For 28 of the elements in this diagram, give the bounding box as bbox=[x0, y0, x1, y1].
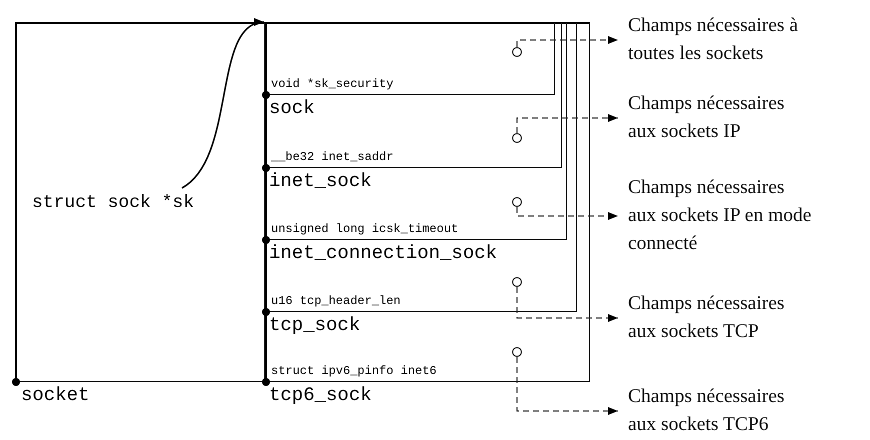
dashed-arrow bbox=[516, 286, 618, 322]
struct-name: tcp_sock bbox=[269, 314, 360, 336]
field-label: struct ipv6_pinfo inet6 bbox=[271, 364, 437, 378]
field-label: unsigned long icsk_timeout bbox=[271, 222, 458, 236]
struct-name: socket bbox=[21, 384, 90, 406]
dashed-arrow bbox=[516, 114, 618, 134]
dashed-arrow bbox=[516, 356, 618, 415]
note-text: Champs nécessaires aux sockets TCP6 bbox=[628, 385, 786, 437]
pointer-field: struct sock *sk bbox=[32, 190, 204, 216]
dashed-arrow bbox=[516, 36, 618, 48]
field-label: u16 tcp_header_len bbox=[271, 294, 401, 308]
struct-name: inet_sock bbox=[269, 170, 372, 192]
note-text: Champs nécessaires aux sockets IP en mode connecté bbox=[628, 176, 812, 256]
struct-name: inet_connection_sock bbox=[269, 242, 498, 264]
struct-name: tcp6_sock bbox=[269, 384, 372, 406]
note-text: Champs nécessaires aux sockets IP bbox=[628, 92, 786, 144]
dashed-arrow bbox=[516, 206, 618, 220]
hollow-circle bbox=[512, 197, 522, 207]
note-text: Champs nécessaires à toutes les sockets bbox=[628, 14, 800, 66]
hollow-circle bbox=[512, 47, 522, 57]
field-label: __be32 inet_saddr bbox=[271, 150, 394, 164]
hollow-circle bbox=[512, 347, 522, 357]
hollow-circle bbox=[512, 277, 522, 287]
curved-arrow bbox=[182, 20, 264, 189]
field-label: void *sk_security bbox=[271, 77, 394, 91]
hollow-circle bbox=[512, 133, 522, 143]
note-text: Champs nécessaires aux sockets TCP bbox=[628, 292, 786, 344]
struct-name: sock bbox=[269, 97, 315, 119]
